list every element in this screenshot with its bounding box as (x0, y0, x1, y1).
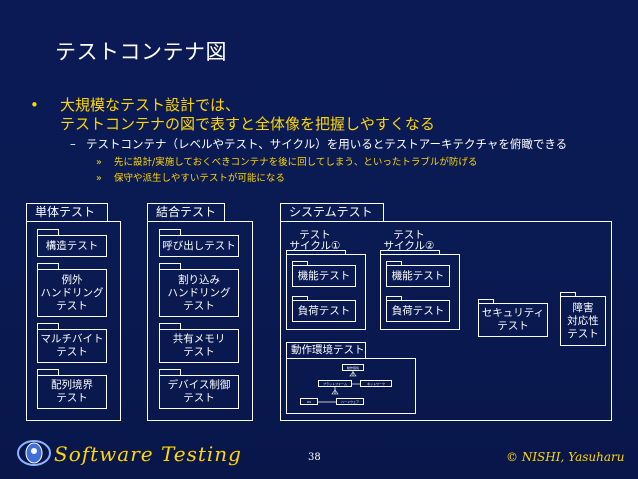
system-test-container (280, 221, 612, 421)
dash-marker: – (70, 137, 76, 151)
bullet-sub-sub-2-text: 保守や派生しやすいテストが可能になる (114, 173, 285, 184)
cycle-2-load: 負荷テスト (386, 300, 450, 322)
fault-tab (560, 292, 576, 296)
env-tree-root: 動作環境 (342, 364, 364, 371)
unit-item-tab (37, 323, 59, 329)
cycle-2-tab (380, 250, 440, 254)
integration-item-tab (159, 263, 181, 269)
unit-item-tab (37, 229, 59, 235)
integration-test-tab: 結合テスト (147, 203, 225, 221)
cycle-1-load: 負荷テスト (292, 300, 356, 322)
page-number: 38 (308, 452, 321, 463)
unit-item-structure: 構造テスト (37, 235, 107, 257)
cycle-2-container (380, 254, 460, 330)
integration-item-device: デバイス制御 テスト (159, 375, 239, 409)
footer-logo-text: Software Testing (54, 442, 242, 466)
system-test-tab: システムテスト (280, 203, 384, 221)
cycle-1-item-tab (292, 296, 308, 300)
page-title: テストコンテナ図 (55, 40, 227, 64)
env-test-container (286, 358, 416, 414)
chevron-right-icon: » (96, 157, 102, 168)
integration-item-interrupt: 割り込み ハンドリング テスト (159, 269, 239, 317)
unit-test-container (26, 221, 121, 421)
env-test-tab: 動作環境テスト (286, 342, 366, 358)
bullet-main: 大規模なテスト設計では、 テストコンテナの図で表すと全体像を把握しやすくなる (60, 96, 620, 134)
env-tree-platform: プラットフォーム (318, 380, 352, 387)
bullet-sub-sub-2: » 保守や派生しやすいテストが可能になる (96, 170, 285, 184)
unit-item-tab (37, 369, 59, 375)
unit-item-array-bounds: 配列境界 テスト (37, 375, 107, 409)
cycle-1-item-tab (292, 261, 308, 265)
bullet-main-line1: 大規模なテスト設計では、 (60, 96, 241, 114)
bullet-sub-sub-1: » 先に設計/実施しておくべきコンテナを後に回してしまう、といったトラブルが防げる (96, 154, 477, 168)
copyright: © NISHI, Yasuharu (506, 450, 625, 464)
cycle-2-item-tab (386, 261, 402, 265)
unit-item-multibyte: マルチバイト テスト (37, 329, 107, 363)
security-test: セキュリティ テスト (478, 303, 548, 337)
bullet-sub: –テストコンテナ（レベルやテスト、サイクル）を用いるとテストアーキテクチャを俯瞰… (70, 136, 567, 152)
cycle-1-label: テスト サイクル① (289, 229, 341, 252)
integration-item-tab (159, 369, 181, 375)
bullet-sub-text: テストコンテナ（レベルやテスト、サイクル）を用いるとテストアーキテクチャを俯瞰で… (86, 137, 568, 151)
env-tree-os: OS (300, 398, 318, 405)
unit-item-exception: 例外 ハンドリング テスト (37, 269, 107, 317)
env-tree-network: ネットワーク (360, 380, 392, 387)
cycle-2-item-tab (386, 296, 402, 300)
unit-test-tab: 単体テスト (26, 203, 108, 221)
bullet-dot: • (30, 96, 39, 114)
cycle-2-label: テスト サイクル② (383, 229, 435, 252)
cycle-2-functional: 機能テスト (386, 265, 450, 287)
chevron-right-icon: » (96, 173, 102, 184)
cycle-1-functional: 機能テスト (292, 265, 356, 287)
integration-item-tab (159, 323, 181, 329)
cycle-1-tab (286, 250, 346, 254)
integration-item-shared-memory: 共有メモリ テスト (159, 329, 239, 363)
env-tree-hardware: ハードウェア (336, 398, 364, 405)
integration-item-tab (159, 229, 181, 235)
bullet-sub-sub-1-text: 先に設計/実施しておくべきコンテナを後に回してしまう、といったトラブルが防げる (114, 157, 478, 168)
integration-test-container (147, 221, 253, 421)
unit-item-tab (37, 263, 59, 269)
env-tree-connectors (318, 371, 360, 403)
security-tab (478, 299, 494, 303)
logo-icon (17, 440, 51, 466)
fault-tolerance-test: 障害 対応性 テスト (560, 296, 606, 346)
cycle-1-container (286, 254, 366, 330)
bullet-main-line2: テストコンテナの図で表すと全体像を把握しやすくなる (60, 115, 435, 133)
integration-item-call: 呼び出しテスト (159, 235, 239, 257)
